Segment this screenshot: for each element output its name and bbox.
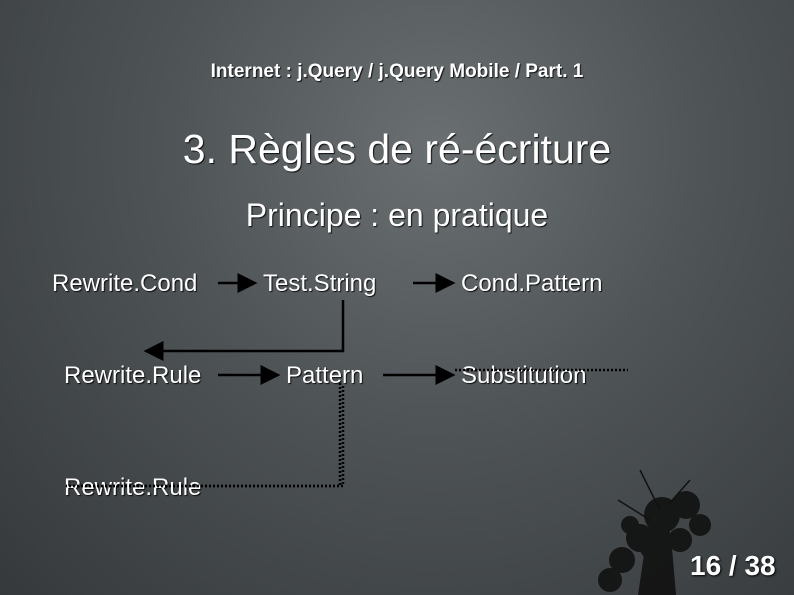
arrow-teststring-to-rewriterule bbox=[143, 300, 345, 361]
substitution-label: Substitution bbox=[461, 362, 587, 389]
solid-flow-arrows bbox=[143, 273, 456, 385]
rewrite-rule-result-label: Rewrite.Rule bbox=[64, 474, 202, 501]
slide-title: 3. Règles de ré-écriture bbox=[182, 126, 612, 172]
rewrite-cond-label: Rewrite.Cond bbox=[52, 270, 198, 297]
pattern-label: Pattern bbox=[286, 362, 364, 389]
slide-header: Internet : j.Query / j.Query Mobile / Pa… bbox=[210, 61, 584, 82]
rewrite-rule-label: Rewrite.Rule bbox=[64, 362, 202, 389]
slide-subtitle: Principe : en pratique bbox=[245, 197, 549, 233]
page-number: 16 / 38 bbox=[690, 550, 776, 581]
test-string-label: Test.String bbox=[263, 270, 377, 297]
dotted-pattern-to-rewriterule-bottom bbox=[66, 386, 345, 488]
dotted-flow-arrows bbox=[66, 368, 628, 488]
cond-pattern-label: Cond.Pattern bbox=[461, 270, 603, 297]
dotted-pattern-to-rewriterule bbox=[66, 383, 342, 488]
